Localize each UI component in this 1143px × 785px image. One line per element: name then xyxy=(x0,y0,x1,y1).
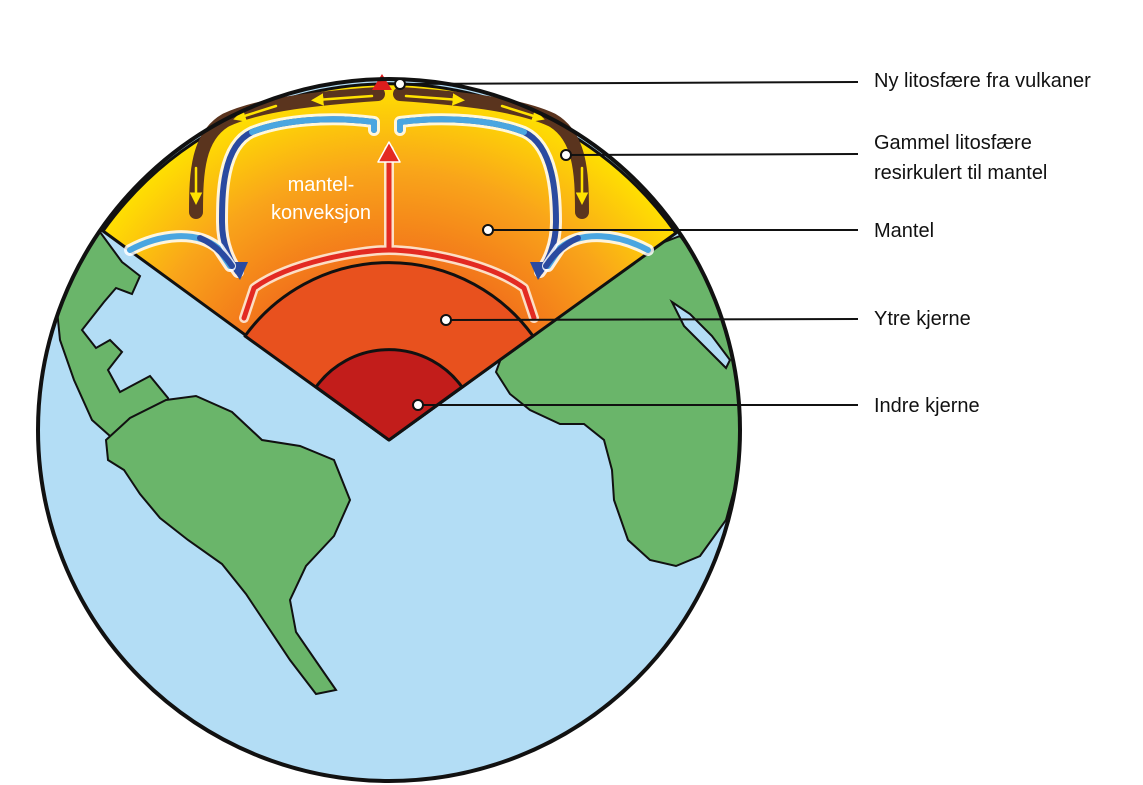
label-mantle: Mantel xyxy=(874,220,935,242)
convection-label-line1: mantel- xyxy=(287,174,355,196)
inner-core xyxy=(314,348,464,442)
leader-line-new-lithosphere xyxy=(399,81,859,85)
leader-dot-inner-core xyxy=(412,399,424,411)
leader-dot-old-lithosphere xyxy=(560,149,572,161)
cold-downwelling-arrows xyxy=(124,113,654,280)
south-america-land xyxy=(104,394,352,696)
label-old-lithosphere-line1: Gammel litosfære xyxy=(874,132,1032,154)
leader-dot-new-lithosphere xyxy=(394,78,406,90)
convection-label-line2: konveksjon xyxy=(270,202,372,224)
leader-dot-mantle xyxy=(482,224,494,236)
label-old-lithosphere: Gammel litosfære resirkulert til mantel xyxy=(874,128,1047,188)
label-new-lithosphere: Ny litosfære fra vulkaner xyxy=(874,70,1091,92)
leader-dot-outer-core xyxy=(440,314,452,326)
globe-outline xyxy=(36,77,742,783)
north-america-land xyxy=(54,230,178,454)
leader-lines xyxy=(394,78,859,411)
label-old-lithosphere-line2: resirkulert til mantel xyxy=(874,162,1048,184)
leader-line-old-lithosphere xyxy=(565,153,859,156)
label-inner-core: Indre kjerne xyxy=(874,395,980,417)
volcano-marker xyxy=(372,74,392,90)
hot-upwelling-arrows xyxy=(239,141,539,323)
leader-line-outer-core xyxy=(445,318,859,321)
label-outer-core: Ytre kjerne xyxy=(874,308,971,330)
